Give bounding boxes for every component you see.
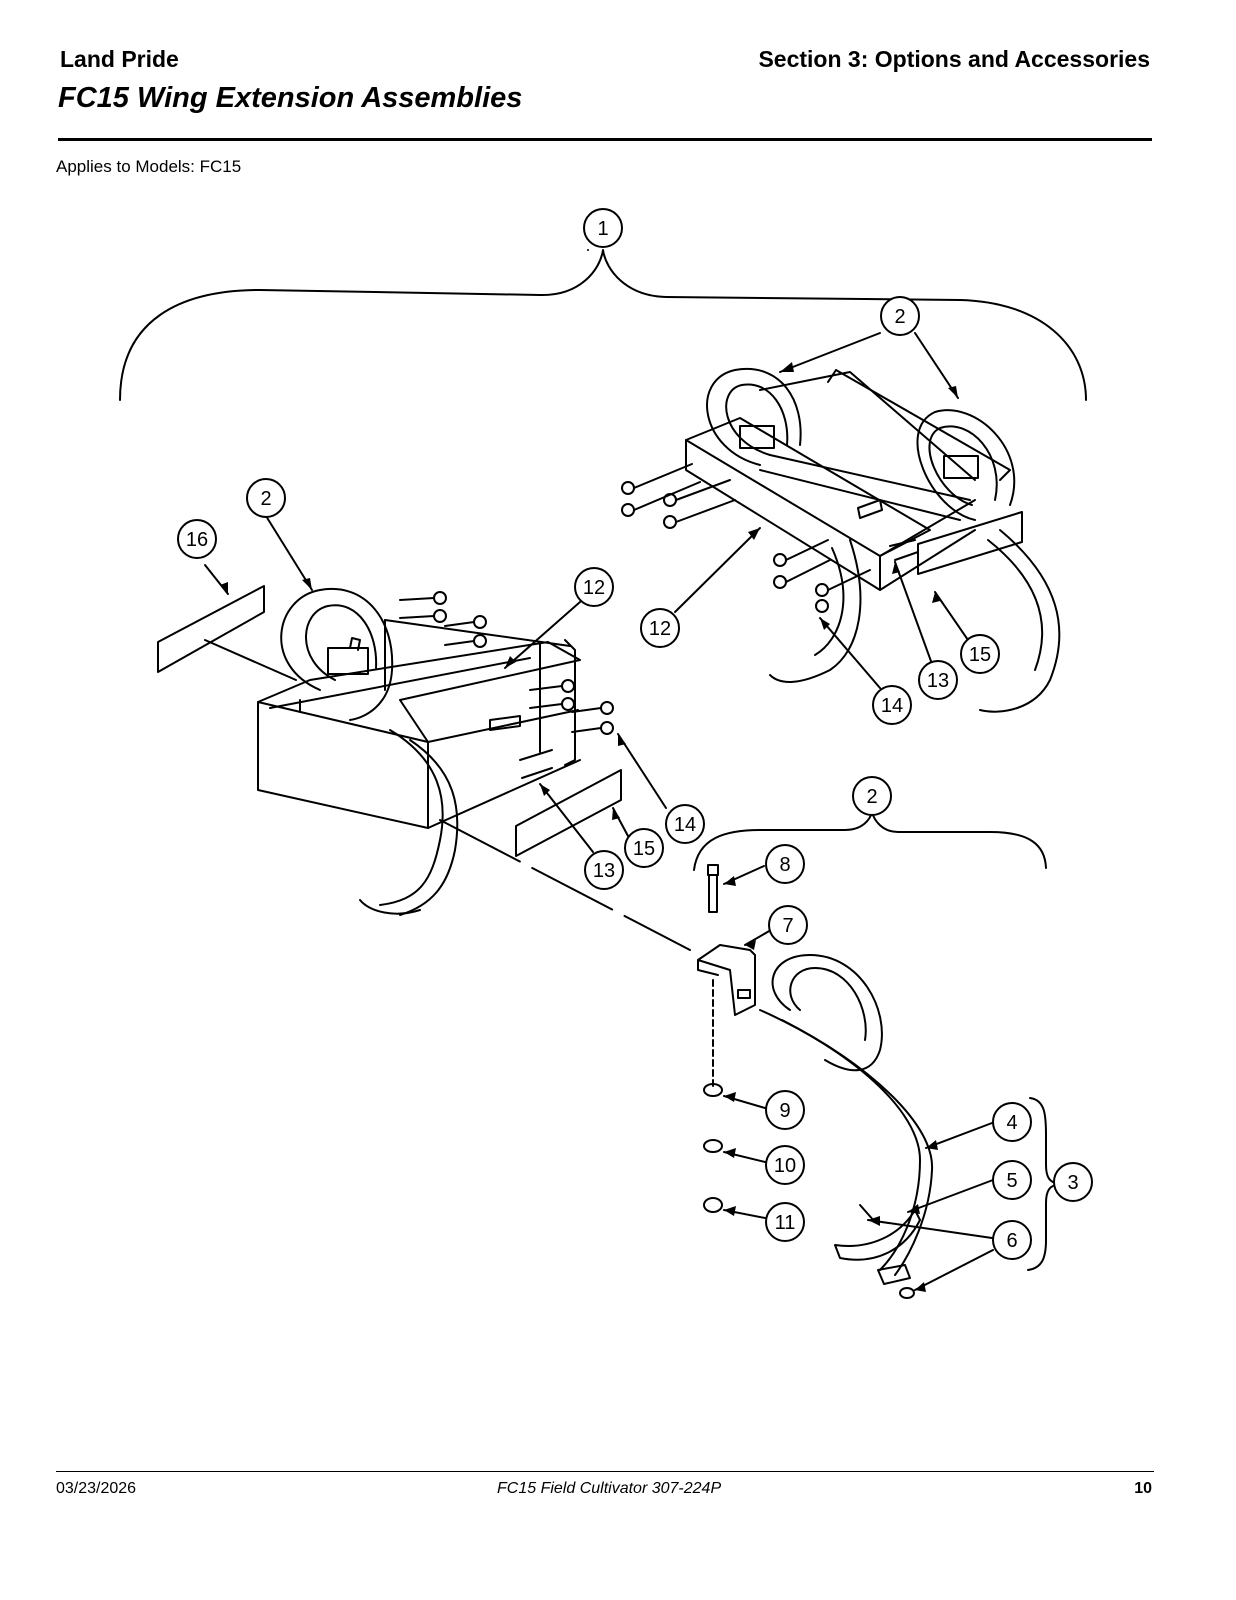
callout-label: 2 (866, 786, 877, 808)
callout-circle (872, 685, 912, 725)
callout-circle (992, 1160, 1032, 1200)
callout-label: 11 (775, 1212, 796, 1234)
callout-label: 13 (593, 860, 615, 882)
callout-circle (765, 1090, 805, 1130)
callout-label: 16 (186, 529, 208, 551)
callout-circle (992, 1102, 1032, 1142)
callout-circle (880, 296, 920, 336)
callout-circle (960, 634, 1000, 674)
parts-diagram: 1 2 2 16 12 12 2 13 14 15 14 15 13 8 7 9… (119, 208, 1093, 1299)
footer-date: 03/23/2026 (56, 1480, 137, 1497)
callout-label: 9 (779, 1100, 790, 1122)
callout-label: 6 (1006, 1230, 1017, 1252)
callout-label: 15 (969, 644, 991, 666)
footer-divider (56, 1471, 1154, 1472)
callout-circle (665, 804, 705, 844)
callout-circle (1053, 1162, 1093, 1202)
callout-circle (768, 905, 808, 945)
section-title: Section 3: Options and Accessories (758, 46, 1150, 72)
page-number: 10 (1134, 1480, 1152, 1497)
callout-circle (765, 1202, 805, 1242)
brand-name: Land Pride (60, 46, 179, 72)
callout-label: 14 (674, 814, 696, 836)
callout-circle (765, 844, 805, 884)
callout-circle (584, 850, 624, 890)
callout-label: 1 (597, 218, 608, 240)
callout-label: 13 (927, 670, 949, 692)
page-title: FC15 Wing Extension Assemblies (58, 82, 523, 114)
callout-circle (177, 519, 217, 559)
callout-label: 4 (1006, 1112, 1017, 1134)
callout-circle (583, 208, 623, 248)
callout-label: 12 (583, 577, 605, 599)
callout-circle (640, 608, 680, 648)
applies-to-models: Applies to Models: FC15 (56, 157, 242, 176)
callout-label: 5 (1006, 1170, 1017, 1192)
callout-label: 2 (894, 306, 905, 328)
callout-label: 10 (774, 1155, 796, 1177)
callout-circle (992, 1220, 1032, 1260)
callout-circle (574, 567, 614, 607)
footer-document-title: FC15 Field Cultivator 307-224P (497, 1480, 722, 1497)
callout-label: 7 (782, 915, 793, 937)
callout-label: 12 (649, 618, 671, 640)
header-divider (58, 138, 1152, 141)
callout-label: 8 (779, 854, 790, 876)
callout-circle (918, 660, 958, 700)
callout-circle (624, 828, 664, 868)
callout-label: 15 (633, 838, 655, 860)
callout-circle (852, 776, 892, 816)
callout-label: 2 (260, 488, 271, 510)
callout-circle (765, 1145, 805, 1185)
callout-circle (246, 478, 286, 518)
callout-label: 3 (1067, 1172, 1078, 1194)
callout-label: 14 (881, 695, 903, 717)
